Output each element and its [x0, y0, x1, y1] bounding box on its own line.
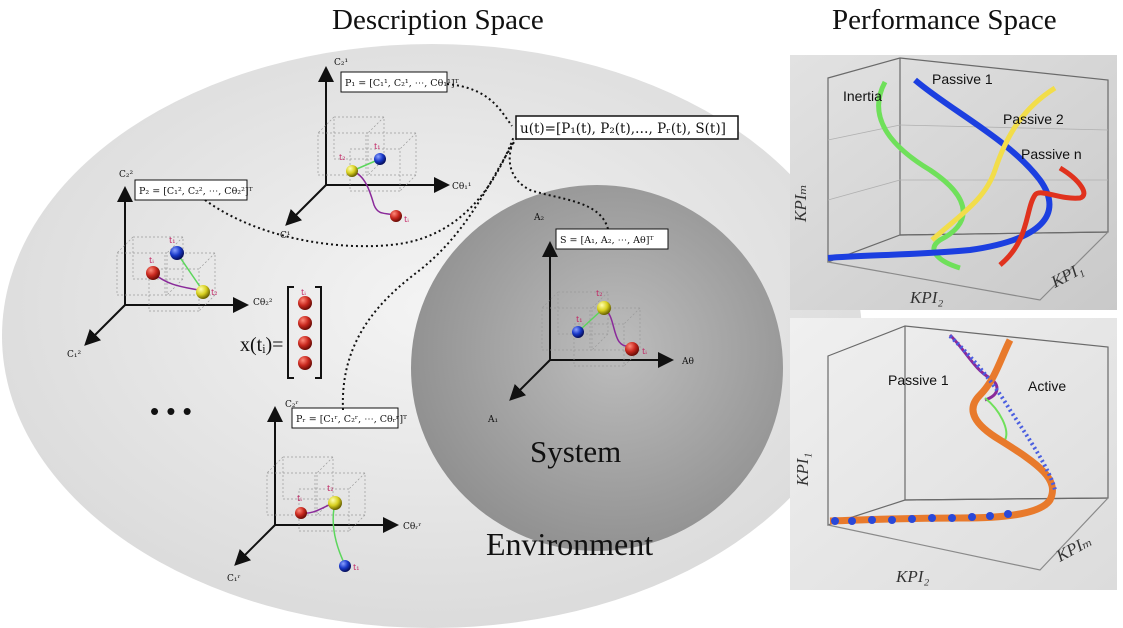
ball-label: t₂: [339, 153, 345, 162]
p1-plot: t₁ t₂ tᵢ C₂¹ Cθ₁¹ C¹: [280, 58, 472, 241]
ellipsis: • • •: [150, 396, 192, 426]
p1-equation: P₁ = [C₁¹, C₂¹, ⋯, Cθ₁¹]ᵀ: [345, 78, 459, 89]
curve-label-inertia: Inertia: [843, 88, 882, 104]
ball-label: t₂: [327, 484, 333, 493]
ball-label: tᵢ: [297, 494, 302, 503]
state-vector-label: x(tᵢ)=: [240, 334, 283, 356]
ball-label: tᵢ: [149, 256, 154, 265]
ball-label: t₁: [169, 236, 175, 245]
top-axis-bottom: KPI₂: [909, 288, 943, 307]
system-axis-z: A₂: [533, 213, 544, 223]
system-region: [411, 185, 783, 551]
p1-axis-y: C¹: [280, 231, 291, 241]
curve-label-active: Active: [1028, 378, 1066, 394]
performance-space-title: Performance Space: [832, 4, 1057, 36]
p2-axis-y: C₁²: [67, 350, 81, 360]
curve-label-passive-2: Passive 2: [1003, 111, 1064, 127]
system-label: System: [530, 434, 621, 469]
bottom-axis-vertical: KPI₁: [793, 453, 812, 487]
control-vector: u(t)=[P₁(t), P₂(t),…, Pᵣ(t), S(t)]: [520, 121, 726, 137]
system-axis-x: Aθ: [681, 357, 694, 367]
description-space-title: Description Space: [332, 4, 544, 36]
p2-equation-box: [134, 179, 248, 201]
curve-label-passive-1: Passive 1: [888, 372, 949, 388]
state-vector: tᵢ: [287, 286, 322, 379]
ball-label: t₁: [576, 315, 582, 324]
p1-equation-box: [340, 71, 448, 93]
ball-label: t₂: [211, 288, 217, 297]
pr-plot: tᵢ t₂ t₁ C₂ʳ Cθᵣʳ C₁ʳ: [227, 400, 422, 584]
performance-top-panel: Inertia Passive 1 Passive 2 Passive n KP…: [790, 55, 1117, 310]
p1-axis-x: Cθ₁¹: [452, 182, 472, 192]
curve-label-passive-1: Passive 1: [932, 71, 993, 87]
top-axis-vertical: KPIₘ: [791, 184, 810, 223]
ball-label: tᵢ: [404, 215, 409, 224]
ball-label: t₁: [353, 563, 359, 572]
pr-equation-box: [291, 407, 399, 429]
pr-equation: Pᵣ = [C₁ʳ, C₂ʳ, ⋯, Cθᵣʳ]ᵀ: [296, 414, 407, 425]
p2-axis-x: Cθ₂²: [253, 298, 273, 308]
ball-label: t₂: [596, 289, 602, 298]
connectors: [204, 83, 609, 411]
system-axis-y: A₁: [487, 415, 498, 425]
pr-axis-y: C₁ʳ: [227, 574, 241, 584]
ball-label: tᵢ: [642, 347, 647, 356]
system-plot: t₂ t₁ tᵢ A₂ Aθ A₁: [487, 213, 694, 425]
bottom-axis-bottom: KPI₂: [895, 567, 929, 586]
performance-bottom-panel: Passive 1 Active KPI₁ KPI₂ KPIₘ: [790, 318, 1117, 590]
system-equation-box: [555, 228, 669, 250]
p2-plot: t₁ tᵢ t₂ C₂² Cθ₂² C₁²: [67, 170, 273, 360]
environment-label: Environment: [486, 526, 653, 562]
control-vector-box: [515, 115, 739, 140]
ball-label: tᵢ: [301, 288, 306, 297]
system-equation: S = [A₁, A₂, ⋯, Aθ]ᵀ: [560, 235, 653, 246]
pr-axis-x: Cθᵣʳ: [403, 522, 422, 532]
curve-label-passive-n: Passive n: [1021, 146, 1082, 162]
p2-equation: P₂ = [C₁², C₂², ⋯, Cθ₂²]ᵀ: [139, 186, 253, 197]
p1-axis-z: C₂¹: [334, 58, 348, 68]
p2-axis-z: C₂²: [119, 170, 133, 180]
ball-label: t₁: [374, 142, 380, 151]
pr-axis-z: C₂ʳ: [285, 400, 299, 410]
